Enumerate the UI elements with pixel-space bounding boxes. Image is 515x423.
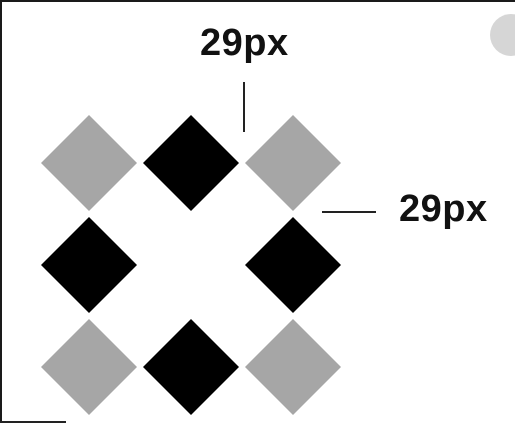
bottom-edge-line	[0, 421, 66, 423]
right-dimension-label: 29px	[399, 188, 488, 230]
diamond-black-r0-c1	[143, 115, 239, 211]
top-dimension-line	[243, 82, 245, 132]
diamond-black-r2-c1	[143, 319, 239, 415]
diamond-black-r1-c2	[245, 217, 341, 313]
diamond-black-r1-c0	[41, 217, 137, 313]
diamond-gray-r2-c2	[245, 319, 341, 415]
diamond-gray-r2-c0	[41, 319, 137, 415]
diamond-gray-r0-c0	[41, 115, 137, 211]
diamond-gray-r0-c2	[245, 115, 341, 211]
right-dimension-line	[322, 211, 376, 213]
top-dimension-label: 29px	[200, 22, 289, 64]
